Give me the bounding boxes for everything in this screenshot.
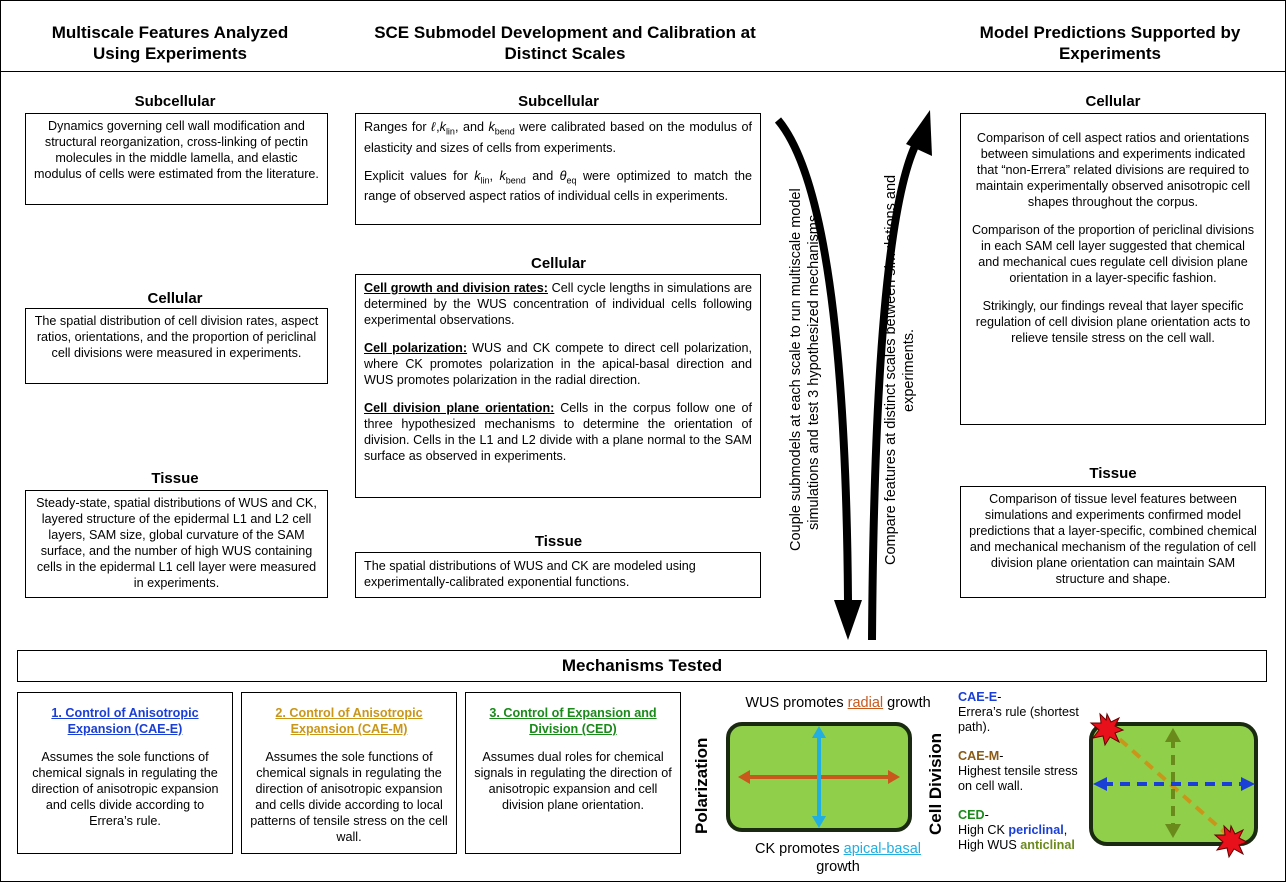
- division-legend: CAE-E- Errera’s rule (shortest path). CA…: [958, 690, 1079, 852]
- right-cellular-p2: Comparison of the proportion of periclin…: [971, 223, 1255, 285]
- right-cellular-p1: Comparison of cell aspect ratios and ori…: [975, 131, 1251, 209]
- mid-polar: Cell polarization: WUS and CK compete to…: [364, 341, 752, 387]
- mid-sub-p2: Explicit values for klin, kbend and θeq …: [364, 168, 753, 204]
- mech3-title: 3. Control of Expansion and Division (CE…: [489, 706, 657, 736]
- cell-division-label: Cell Division: [926, 732, 945, 836]
- polarization-label: Polarization: [692, 737, 711, 835]
- left-cellular-head: Cellular: [147, 290, 203, 307]
- right-cellular-p3: Strikingly, our findings reveal that lay…: [975, 299, 1251, 345]
- stress-star-top: [1089, 712, 1125, 747]
- left-cellular-box: The spatial distribution of cell divisio…: [25, 308, 328, 384]
- col-head-right: Model Predictions Supported by Experimen…: [979, 23, 1241, 63]
- left-subcellular-head: Subcellular: [134, 93, 216, 110]
- up-arrow-shaft: [868, 138, 922, 641]
- left-subcellular-box: Dynamics governing cell wall modificatio…: [25, 113, 328, 205]
- up-arrow-text: Compare features at distinct scales betw…: [883, 174, 917, 566]
- mechanisms-title-box: [17, 650, 1267, 682]
- wus-caption: WUS promotes radial growth: [745, 695, 931, 711]
- mid-tissue-text: The spatial distributions of WUS and CK …: [364, 559, 696, 589]
- left-subcellular-text: Dynamics governing cell wall modificatio…: [34, 119, 319, 181]
- down-arrow-text: Couple submodels at each scale to run mu…: [788, 188, 822, 552]
- mech1-box: 1. Control of Anisotropic Expansion (CAE…: [17, 692, 233, 854]
- mid-tissue-box: The spatial distributions of WUS and CK …: [355, 552, 761, 598]
- right-tissue-text: Comparison of tissue level features betw…: [969, 492, 1257, 586]
- mech3-box: 3. Control of Expansion and Division (CE…: [465, 692, 681, 854]
- mech2-title: 2. Control of Anisotropic Expansion (CAE…: [275, 706, 423, 736]
- mid-growth: Cell growth and division rates: Cell cyc…: [364, 281, 752, 327]
- down-arrow-head: [834, 600, 862, 640]
- right-tissue-head: Tissue: [1089, 465, 1137, 482]
- mid-cellular-box: Cell growth and division rates: Cell cyc…: [355, 274, 761, 498]
- cycle-arrows: [774, 110, 932, 641]
- mid-cellular-head: Cellular: [530, 255, 587, 272]
- mid-subcellular-box: Ranges for ℓ,klin, and kbend were calibr…: [355, 113, 761, 225]
- mid-orient: Cell division plane orientation: Cells i…: [364, 401, 753, 463]
- mid-tissue-head: Tissue: [534, 533, 583, 550]
- errera-line: [1105, 726, 1233, 840]
- left-tissue-box: Steady-state, spatial distributions of W…: [25, 490, 328, 598]
- mech1-text: Assumes the sole functions of chemical s…: [31, 750, 219, 828]
- left-tissue-text: Steady-state, spatial distributions of W…: [36, 496, 317, 590]
- mech2-box: 2. Control of Anisotropic Expansion (CAE…: [241, 692, 457, 854]
- right-tissue-box: Comparison of tissue level features betw…: [960, 486, 1266, 598]
- col-head-left: Multiscale Features Analyzed Using Exper…: [51, 23, 289, 63]
- mid-sub-p1: Ranges for ℓ,klin, and kbend were calibr…: [364, 120, 752, 155]
- left-tissue-head: Tissue: [151, 470, 199, 487]
- right-cellular-box: Comparison of cell aspect ratios and ori…: [960, 113, 1266, 425]
- ck-caption: CK promotes apical-basal growth: [754, 841, 922, 875]
- mech3-text: Assumes dual roles for chemical signals …: [474, 750, 672, 812]
- mid-subcellular-head: Subcellular: [518, 93, 599, 110]
- mech1-title: 1. Control of Anisotropic Expansion (CAE…: [51, 706, 199, 736]
- stress-star-bottom: [1213, 824, 1249, 859]
- mechanisms-title: Mechanisms Tested: [561, 656, 723, 675]
- mech2-text: Assumes the sole functions of chemical s…: [250, 750, 448, 844]
- left-cellular-text: The spatial distribution of cell divisio…: [34, 314, 319, 360]
- polarization-cell: [726, 722, 912, 832]
- division-cell: [1089, 712, 1258, 859]
- down-arrow-shaft: [774, 117, 852, 601]
- right-cellular-head: Cellular: [1085, 93, 1141, 110]
- up-arrow-head: [906, 110, 932, 156]
- header-divider: [0, 71, 1286, 72]
- col-head-middle: SCE Submodel Development and Calibration…: [374, 23, 756, 63]
